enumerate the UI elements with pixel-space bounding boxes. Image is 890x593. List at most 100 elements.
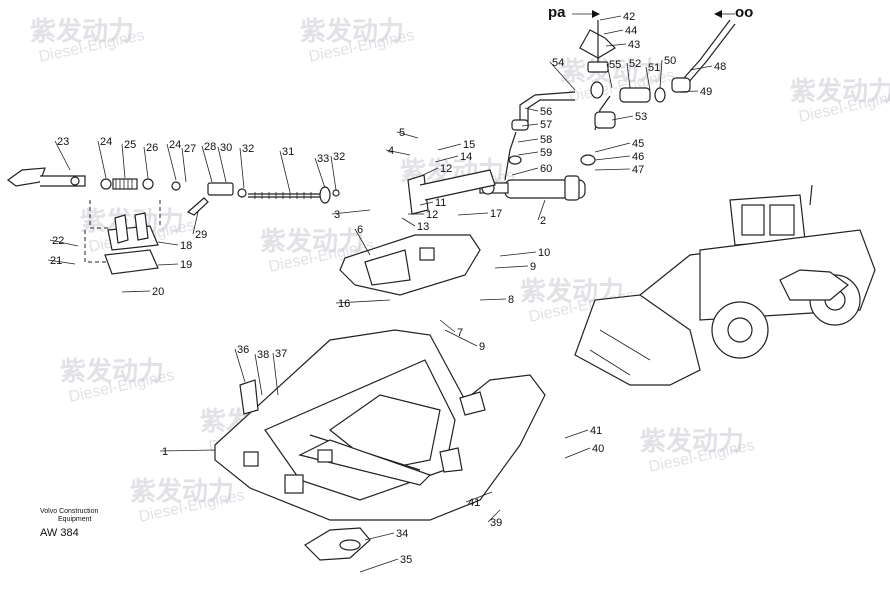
leader-line [457,212,489,216]
bracket-36 [239,379,259,415]
callout-layer: 1234567899101112121314151617181920212223… [47,11,726,573]
marker-oo: oo [714,4,753,21]
callout-label: 20 [152,286,164,298]
callout-label: 43 [628,39,640,51]
callout-label: 41 [590,425,602,437]
leader-line [511,167,539,176]
leader-line [524,107,539,112]
callout-label: 32 [242,143,254,155]
callout-label: 5 [399,127,405,139]
callout-label: 15 [463,139,475,151]
callout-label: 23 [57,136,69,148]
callout-label: 13 [417,221,429,233]
callout-label: 54 [552,57,564,69]
watermark-brand: 紫发动力 [640,426,744,456]
leader-line [157,241,179,246]
leader-line [364,532,395,541]
belly-guard-plate [214,329,546,521]
leader-line [359,558,399,573]
cylinder-2 [479,175,586,201]
callout-label: 57 [540,119,552,131]
leader-line [674,90,699,93]
callout-label: 10 [538,247,550,259]
leader-line [385,149,411,156]
leader-line [54,140,71,171]
callout-label: 58 [540,134,552,146]
leader-line [594,155,631,161]
drawing-code: AW 384 [40,527,79,539]
leader-line [594,168,631,171]
footer-line-1: Volvo Construction [40,508,99,515]
callout-label: 34 [396,528,408,540]
callout-label: 56 [540,106,552,118]
callout-label: 45 [632,138,644,150]
callout-label: 3 [334,209,340,221]
leader-line [599,15,622,21]
callout-label: 60 [540,163,552,175]
callout-label: 40 [592,443,604,455]
leader-line [603,29,624,35]
leader-line [254,353,263,396]
pipe-assembly [504,19,736,181]
leader-line [335,299,391,304]
leader-line [594,142,631,153]
leader-line [419,201,434,206]
leader-line [479,298,507,301]
leader-line [121,290,151,293]
callout-label: 31 [282,146,294,158]
leader-line [499,251,537,257]
callout-label: 50 [664,55,676,67]
leader-line [422,167,439,176]
wheel-loader-illustration [574,184,876,386]
leader-line [434,155,459,163]
leader-line [626,62,631,89]
watermark-brand: 紫发动力 [130,476,234,506]
callout-label: 36 [237,344,249,356]
leader-line [487,509,501,523]
bracket-18 [84,200,161,275]
leader-line [517,138,539,143]
leader-line [437,143,462,151]
callout-label: 16 [338,298,350,310]
callout-label: 17 [490,208,502,220]
leader-line [605,43,627,47]
leader-line [49,239,79,247]
leader-line [239,147,245,189]
leader-line [396,131,419,139]
callout-label: 7 [457,327,463,339]
small-plate-34 [304,527,371,561]
callout-label: 48 [714,61,726,73]
marker-pa-label: pa [548,4,566,21]
callout-label: 21 [50,255,62,267]
callout-label: 8 [508,294,514,306]
leader-line [272,352,279,396]
leader-line [217,146,227,183]
leader-line [465,491,493,503]
shaft-assembly [100,178,340,216]
leader-line [494,265,529,269]
leader-line [517,151,539,156]
leader-line [314,157,326,189]
leader-line [330,155,337,191]
leader-line [564,429,589,439]
callout-label: 26 [146,142,158,154]
callout-label: 30 [220,142,232,154]
watermark-brand: 紫发动力 [260,226,364,256]
callout-label: 25 [124,139,136,151]
leader-line [159,449,216,452]
leader-line [181,147,187,183]
callout-label: 19 [180,259,192,271]
callout-label: 33 [317,153,329,165]
callout-label: 35 [400,554,412,566]
leader-line [279,150,291,193]
callout-label: 11 [435,197,446,209]
callout-label: 6 [357,224,363,236]
callout-label: 44 [625,25,637,37]
callout-label: 9 [530,261,536,273]
